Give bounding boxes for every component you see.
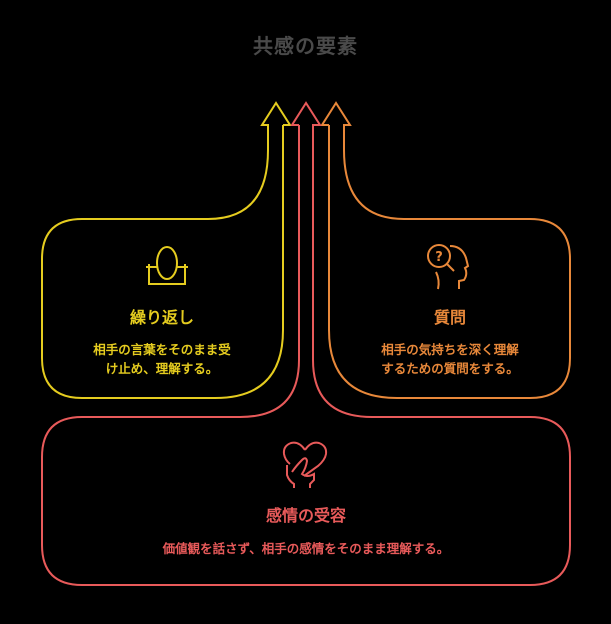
acceptance-heading: 感情の受容 [265,506,346,525]
acceptance-description-line-1: 価値観を話さず、相手の感情をそのまま理解する。 [162,541,450,556]
svg-text:?: ? [435,250,443,265]
head-question-magnifier-icon: ? [422,240,474,292]
question-heading: 質問 [433,308,466,327]
repeat-description: 相手の言葉をそのまま受 け止め、理解する。 [62,340,262,378]
question-description-line-2: するための質問をする。 [381,361,519,376]
repeat-flow-outline [41,101,292,399]
diagram-title: 共感の要素 [253,34,358,58]
question-description-line-1: 相手の気持ちを深く理解 [381,342,519,357]
repeat-description-line-1: 相手の言葉をそのまま受 [93,342,231,357]
hand-heart-icon [280,438,330,488]
repeat-heading: 繰り返し [129,308,194,327]
repeat-description-line-2: け止め、理解する。 [105,361,219,376]
question-flow-outline [320,101,571,399]
acceptance-description: 価値観を話さず、相手の感情をそのまま理解する。 [62,539,550,558]
mirror-icon [142,242,192,292]
question-description: 相手の気持ちを深く理解 するための質問をする。 [350,340,550,378]
acceptance-flow-outline [41,101,571,586]
